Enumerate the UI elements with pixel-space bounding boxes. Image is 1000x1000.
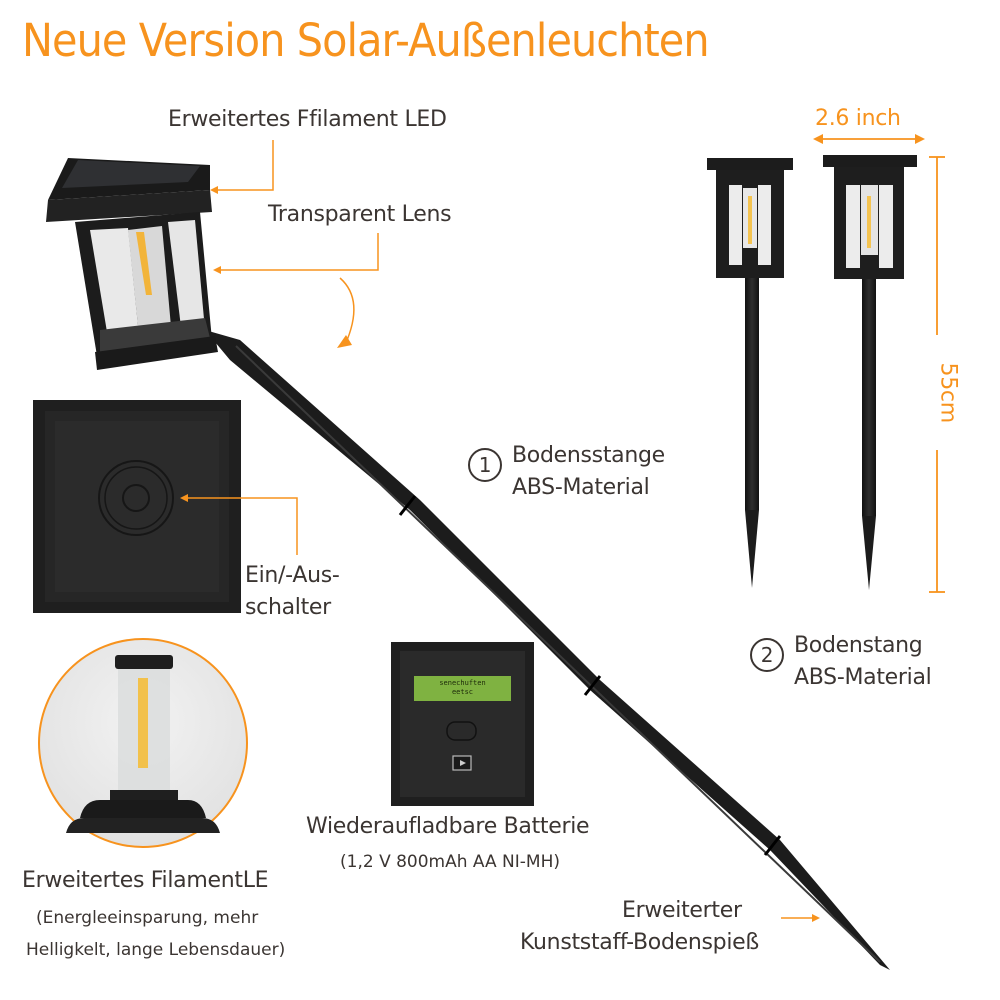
ground-rod-1-line1: Bodensstange <box>512 443 665 468</box>
height-dimension: 55cm <box>935 362 961 423</box>
filament-detail-line2: Helligkelt, lange Lebensdauer) <box>26 940 286 960</box>
transparent-lens-label: Transparent Lens <box>268 202 452 227</box>
right-lantern-1 <box>707 158 793 588</box>
filament-detail-line1: (Energleeinsparung, mehr <box>36 908 259 928</box>
right-lantern-2 <box>823 155 917 590</box>
battery-label: Wiederaufladbare Batterie <box>306 814 590 839</box>
switch-label-line1: Ein/-Aus- <box>245 563 340 588</box>
lcd-line1: senechuften <box>439 679 486 687</box>
page-title: Neue Version Solar-Außenleuchten <box>22 14 710 67</box>
filament-led-label: Erweitertes Ffilament LED <box>168 107 447 132</box>
ground-rod-1-line2: ABS-Material <box>512 475 650 500</box>
number-1-icon: 1 <box>468 448 502 482</box>
switch-label-line2: schalter <box>245 595 331 620</box>
main-lantern <box>46 158 218 370</box>
width-dimension: 2.6 inch <box>815 106 901 131</box>
battery-spec: (1,2 V 800mAh AA NI-MH) <box>340 852 561 872</box>
number-2-icon: 2 <box>750 638 784 672</box>
switch-label: Ein/-Aus- schalter <box>245 560 340 624</box>
lcd-text: senechuften eetsc <box>414 679 511 697</box>
filament-detail-circle <box>38 638 248 848</box>
ground-rod-2-label: 2 Bodenstang ABS-Material <box>750 630 932 694</box>
lcd-line2: eetsc <box>451 688 474 696</box>
filament-detail-title: Erweitertes FilamentLE <box>22 868 269 893</box>
ground-rod-1-label: 1 Bodensstange ABS-Material <box>468 440 665 504</box>
ground-rod-2-line2: ABS-Material <box>794 665 932 690</box>
spike-label-line2: Kunststaff-Bodenspieß <box>520 930 759 955</box>
battery-button-icon <box>446 721 477 741</box>
power-button-icon <box>98 460 174 536</box>
lcd-display <box>414 676 511 701</box>
power-switch-panel <box>33 400 241 613</box>
diagonal-ground-stake <box>205 330 890 970</box>
ground-rod-2-line1: Bodenstang <box>794 633 923 658</box>
spike-label-line1: Erweiterter <box>622 898 742 923</box>
battery-panel <box>391 642 534 806</box>
